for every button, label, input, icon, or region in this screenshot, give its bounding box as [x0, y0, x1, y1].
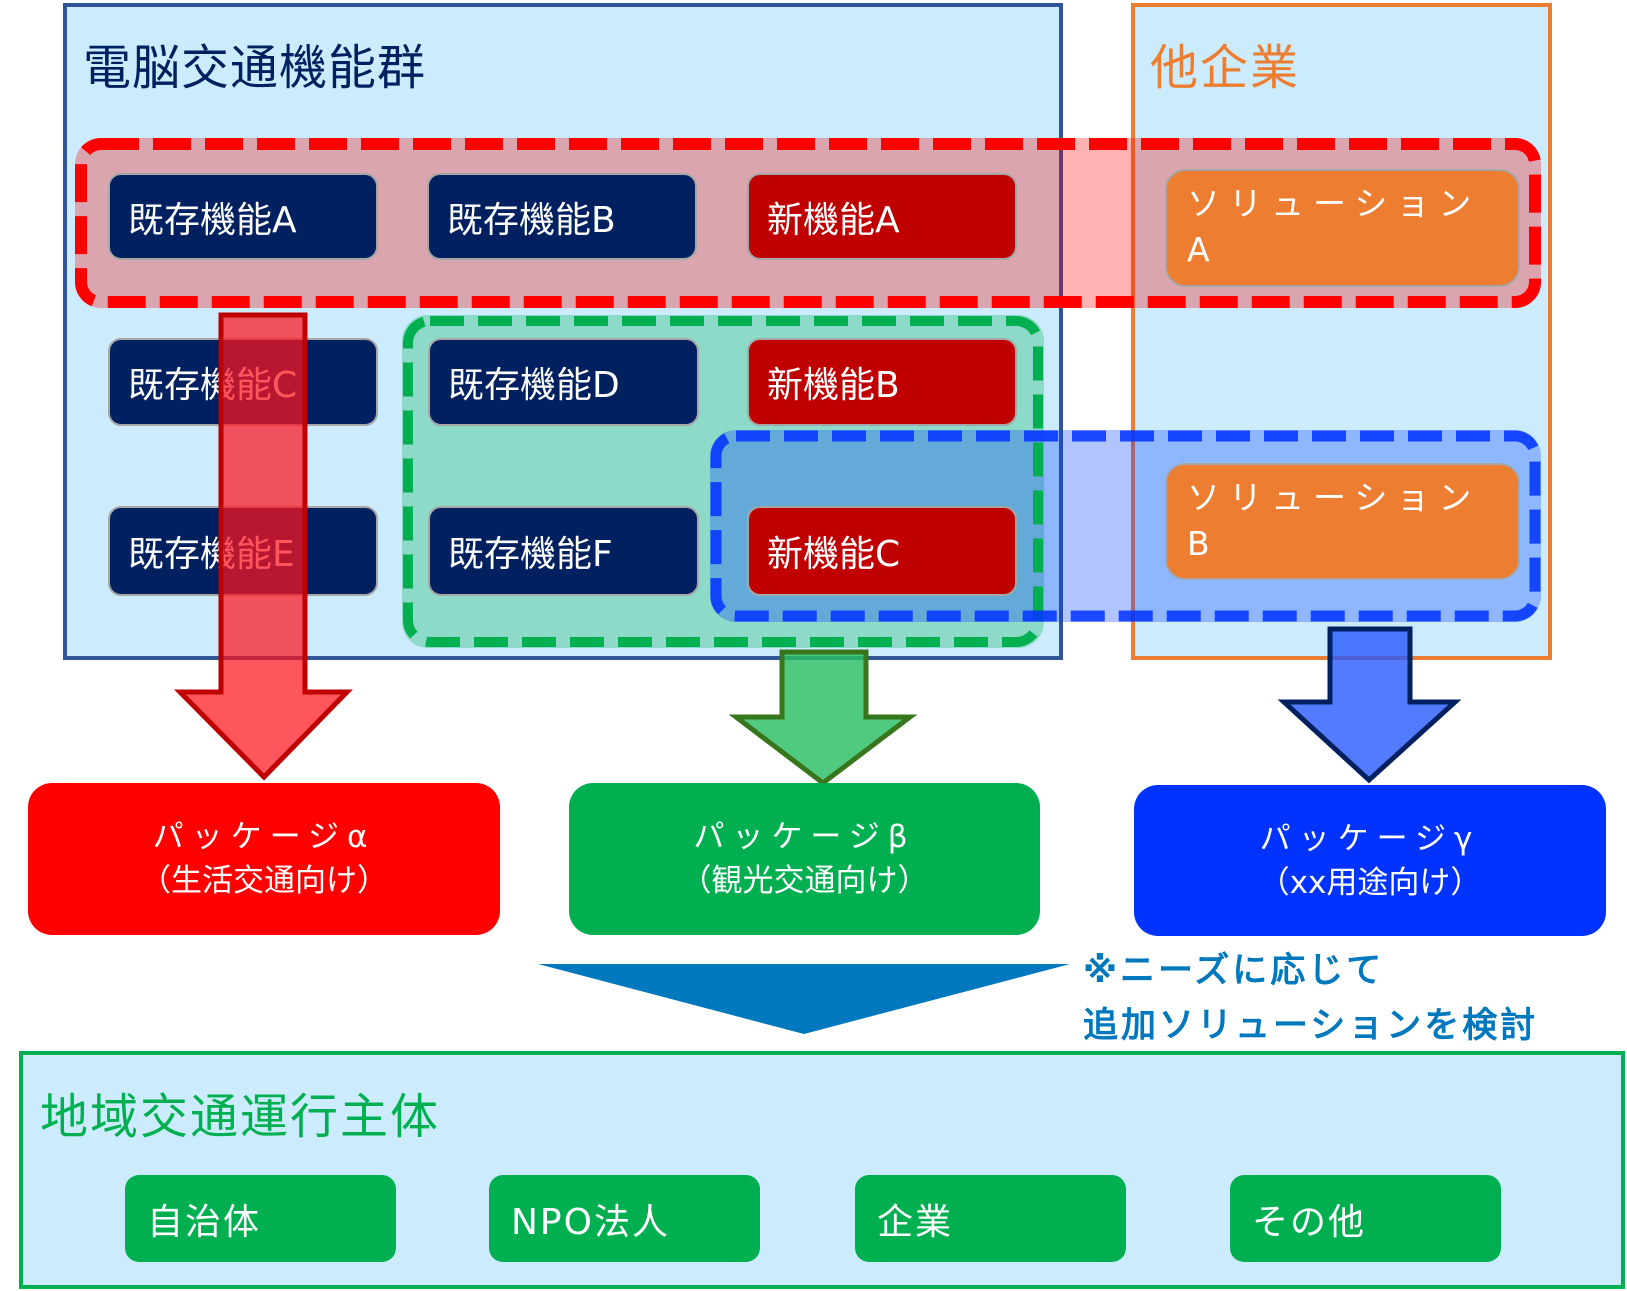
solution-box-b[interactable]: ソリューション B [1165, 463, 1520, 580]
operator-company[interactable]: 企業 [855, 1175, 1126, 1262]
function-box-new-a[interactable]: 新機能A [747, 173, 1017, 260]
arrow-to-package-gamma [1277, 626, 1462, 784]
function-group-title: 電脳交通機能群 [83, 40, 427, 96]
package-beta[interactable]: パッケージβ （観光交通向け） [569, 783, 1040, 935]
function-box-new-c[interactable]: 新機能C [747, 506, 1017, 596]
arrow-to-package-beta [728, 649, 918, 787]
function-box-existing-d[interactable]: 既存機能D [428, 338, 699, 426]
operator-npo[interactable]: NPO法人 [489, 1175, 760, 1262]
operator-other[interactable]: その他 [1230, 1175, 1501, 1262]
package-beta-target: （観光交通向け） [680, 863, 929, 899]
package-alpha[interactable]: パッケージα （生活交通向け） [28, 783, 500, 935]
solution-box-a[interactable]: ソリューション A [1165, 169, 1520, 287]
package-gamma-name: パッケージγ [1259, 820, 1481, 857]
function-box-existing-b[interactable]: 既存機能B [427, 173, 697, 260]
function-box-existing-f[interactable]: 既存機能F [428, 506, 699, 596]
package-gamma-dashed-outline [710, 430, 1541, 622]
function-box-new-b[interactable]: 新機能B [747, 338, 1017, 426]
package-gamma[interactable]: パッケージγ （xx用途向け） [1134, 785, 1606, 936]
other-companies-title: 他企業 [1150, 40, 1301, 96]
package-gamma-target: （xx用途向け） [1258, 864, 1482, 901]
arrow-to-package-alpha [174, 312, 353, 781]
additional-solution-note: ※ニーズに応じて 追加ソリューションを検討 [1083, 951, 1539, 1046]
package-beta-name: パッケージβ [693, 819, 916, 855]
operators-title: 地域交通運行主体 [40, 1089, 441, 1145]
operator-municipality[interactable]: 自治体 [125, 1175, 396, 1262]
function-box-existing-a[interactable]: 既存機能A [108, 173, 378, 260]
package-beta-dashed-outline [403, 316, 1043, 647]
package-alpha-name: パッケージα [152, 819, 376, 855]
package-alpha-dashed-outline [75, 138, 1541, 308]
flow-arrow-down-icon [538, 964, 1070, 1034]
package-alpha-target: （生活交通向け） [140, 863, 388, 899]
